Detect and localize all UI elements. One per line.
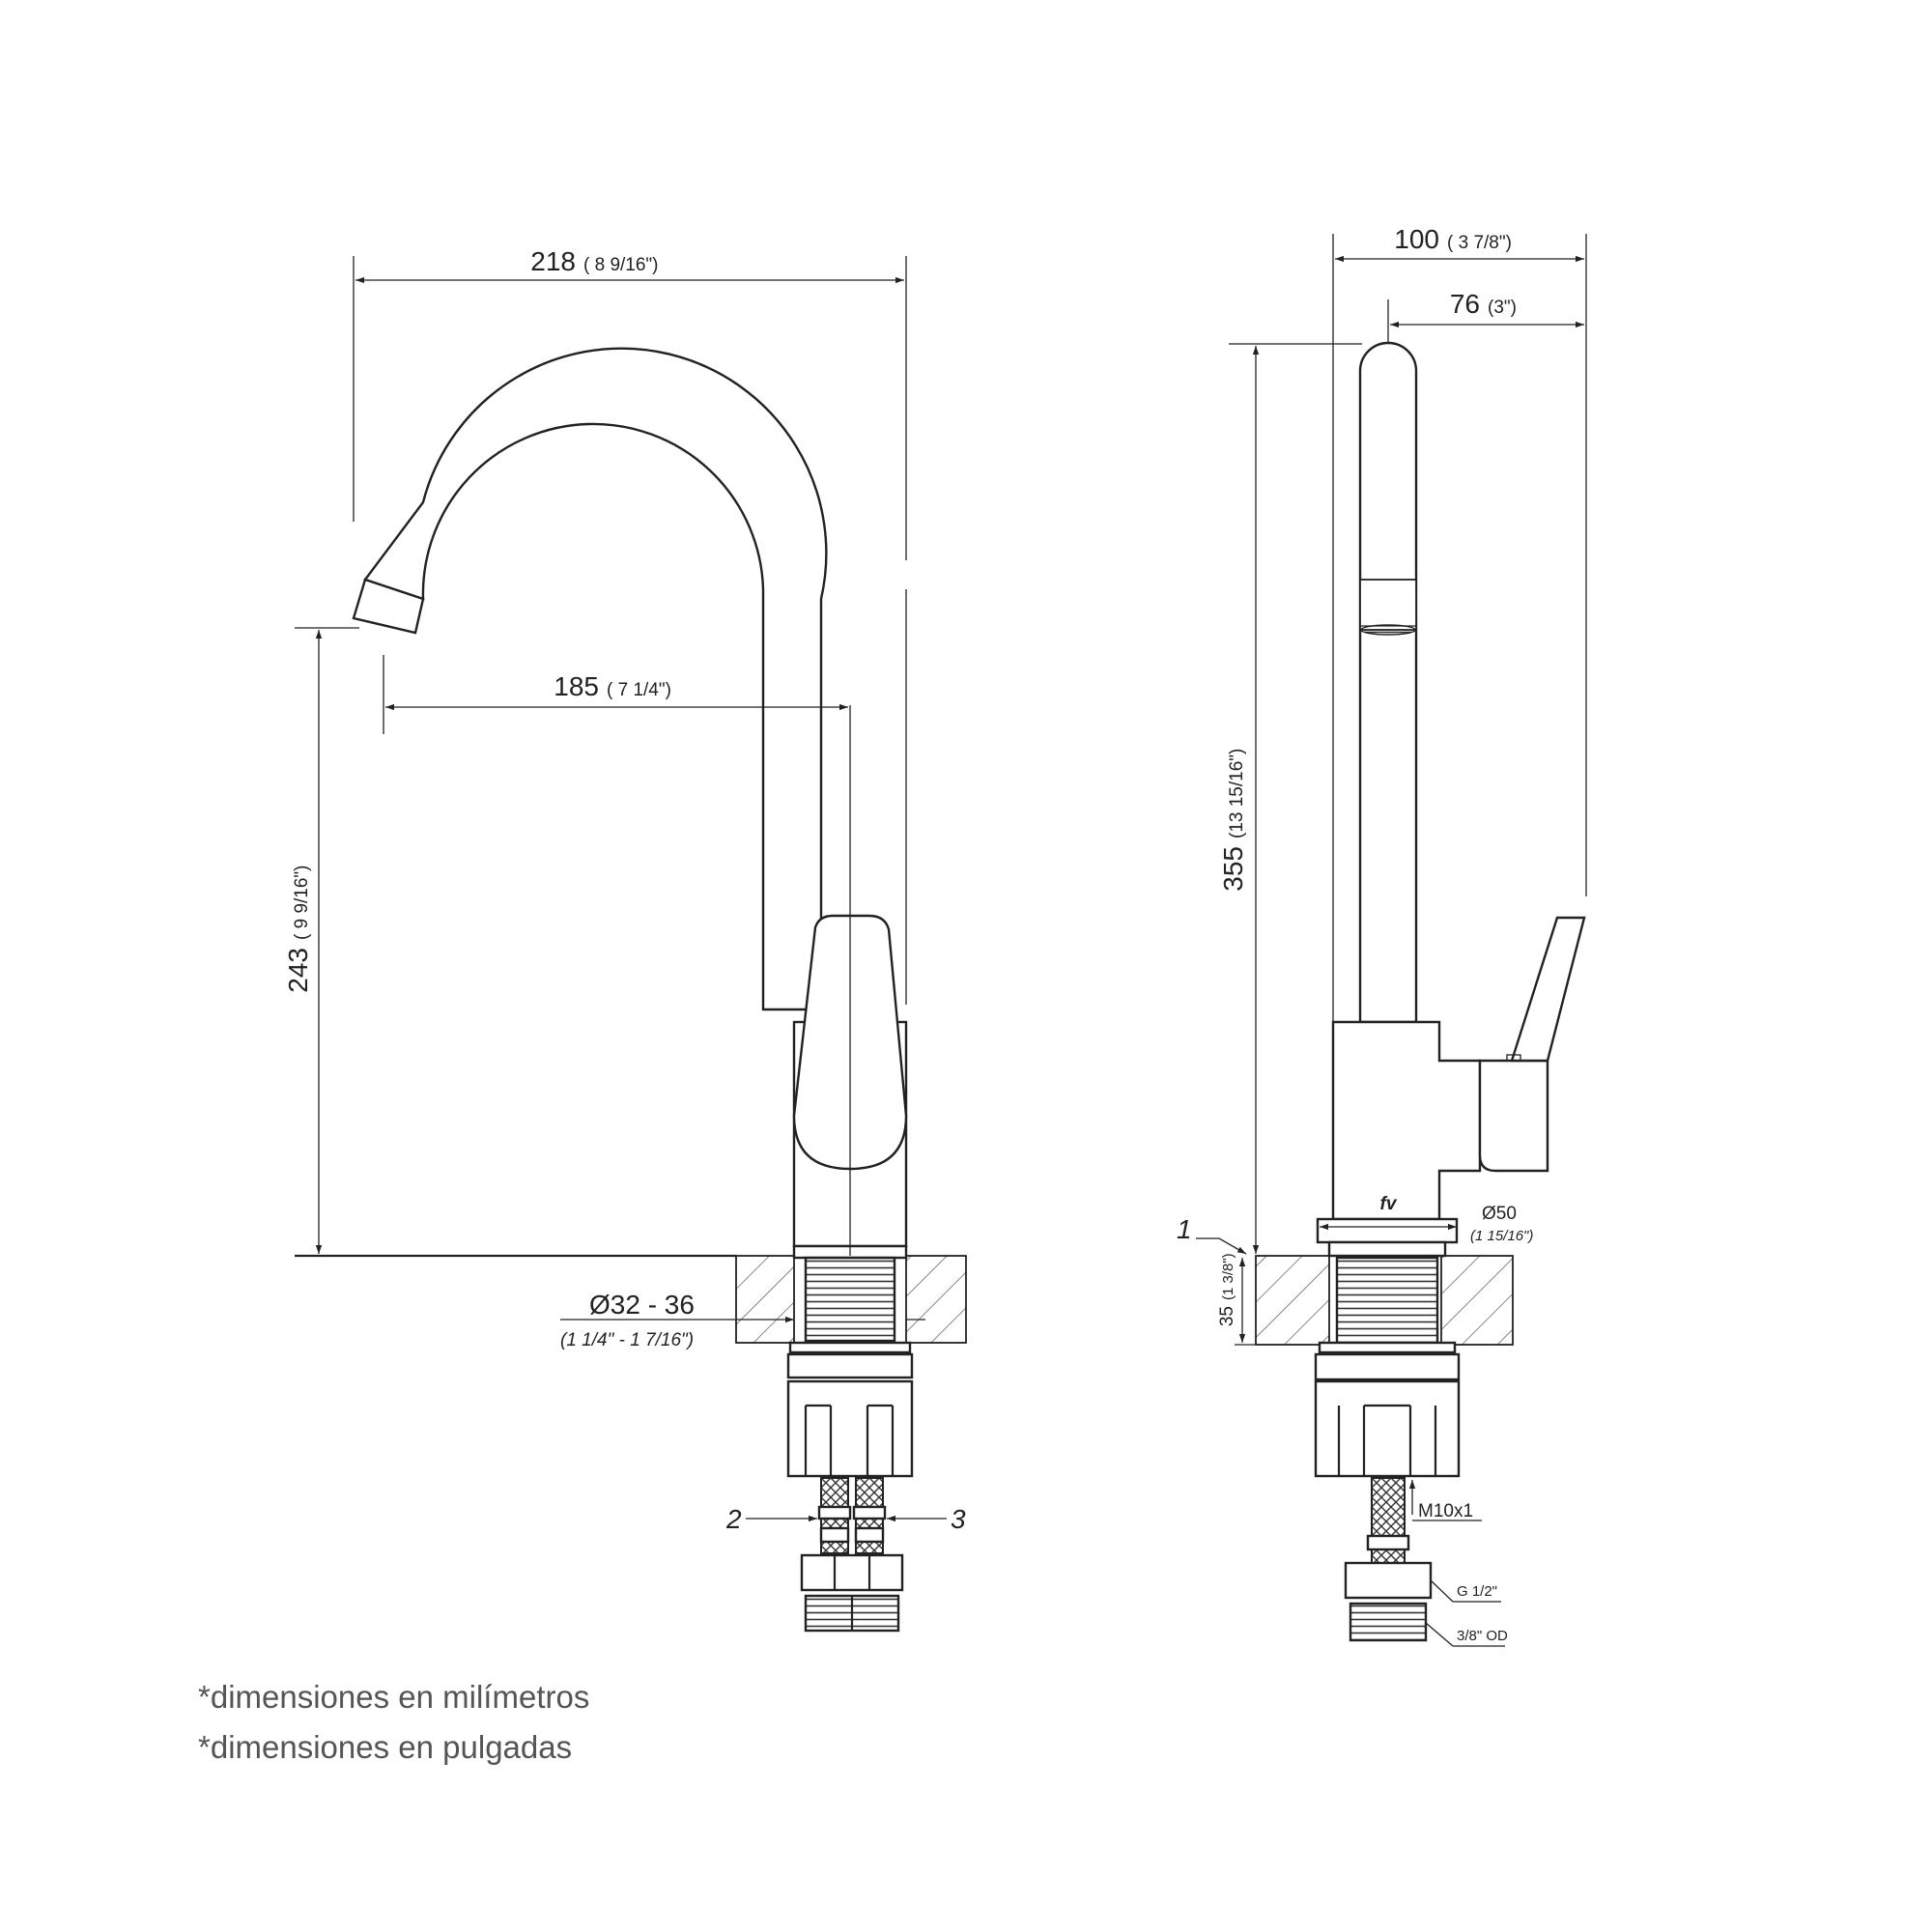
dim-50-value: Ø50 <box>1482 1204 1517 1224</box>
dim-185-inch: ( 7 1/4") <box>607 680 671 700</box>
side-view: fv 100 ( 3 7/8") <box>1177 224 1587 1647</box>
callout-g12: G 1/2" <box>1430 1579 1501 1603</box>
dim-218-inch: ( 8 9/16") <box>583 255 659 275</box>
dim-100: 100 ( 3 7/8") <box>1332 224 1587 1022</box>
callout-1: 1 <box>1177 1214 1247 1255</box>
front-shank <box>804 1256 896 1343</box>
side-hex-nut <box>1344 1561 1433 1600</box>
front-view: 218 ( 8 9/16") 185 ( 7 1/4") 243 ( 9 9/1… <box>283 246 967 1633</box>
front-fix-plate <box>786 1352 914 1379</box>
dim-355-inch: (13 15/16") <box>1227 749 1247 838</box>
side-hose-ferrule <box>1366 1534 1410 1551</box>
side-base-ring <box>1316 1217 1459 1244</box>
callout-od: 3/8" OD <box>1425 1622 1508 1647</box>
dim-243: 243 ( 9 9/16") <box>283 627 359 1254</box>
note-millimeters: *dimensiones en milímetros <box>198 1679 590 1715</box>
dim-50: Ø50 (1 15/16") <box>1320 1204 1533 1244</box>
front-aerator <box>352 578 425 635</box>
side-aerator <box>1359 579 1417 631</box>
front-hex-nuts <box>800 1553 904 1633</box>
dim-50-inch: (1 15/16") <box>1470 1228 1533 1244</box>
front-washer <box>788 1341 912 1354</box>
callout-m10: M10x1 <box>1408 1480 1482 1521</box>
dim-100-value: 100 <box>1394 224 1439 254</box>
front-spout <box>363 347 828 1011</box>
dim-76-inch: (3") <box>1488 298 1517 318</box>
dim-100-inch: ( 3 7/8") <box>1447 233 1512 253</box>
side-cartridge <box>1478 1059 1549 1173</box>
side-body <box>1331 1020 1482 1221</box>
side-shank <box>1335 1256 1439 1345</box>
fv-logo: fv <box>1380 1194 1398 1214</box>
callout-1-label: 1 <box>1177 1214 1192 1244</box>
dim-76: 76 (3") <box>1387 289 1584 344</box>
dim-355: 355 (13 15/16") <box>1218 343 1362 1254</box>
dim-355-value: 355 <box>1218 846 1248 892</box>
callout-2-label: 2 <box>725 1504 742 1534</box>
front-countertop <box>295 1254 967 1344</box>
dim-243-value: 243 <box>283 948 313 993</box>
dim-185-value: 185 <box>554 671 599 701</box>
dim-185: 185 ( 7 1/4") <box>383 655 851 1256</box>
side-lever <box>1510 916 1586 1063</box>
dim-243-inch: ( 9 9/16") <box>292 865 312 940</box>
callout-3: 3 <box>887 1504 966 1534</box>
side-spout <box>1358 341 1418 1024</box>
callout-2: 2 <box>725 1504 817 1534</box>
callout-3-label: 3 <box>951 1504 966 1534</box>
dim-76-value: 76 <box>1450 289 1480 319</box>
dim-hole-value: Ø32 - 36 <box>589 1290 695 1320</box>
thread-inlet-label: G 1/2" <box>1457 1583 1497 1600</box>
side-lever-pin <box>1506 1054 1521 1062</box>
dim-35-inch: (1 3/8") <box>1220 1253 1236 1300</box>
side-inlet-thread <box>1349 1602 1428 1642</box>
front-hoses <box>817 1477 887 1554</box>
thread-od-label: 3/8" OD <box>1457 1628 1508 1644</box>
dim-35: 35 (1 3/8") <box>1217 1253 1256 1346</box>
thread-hose-label: M10x1 <box>1418 1501 1473 1521</box>
side-countertop <box>1255 1255 1514 1346</box>
dim-hole-inch: (1 1/4" - 1 7/16") <box>560 1330 694 1350</box>
dim-hole-diameter: Ø32 - 36 (1 1/4" - 1 7/16") <box>560 1290 925 1350</box>
dim-35-value: 35 <box>1217 1306 1237 1326</box>
side-aerator-mesh <box>1360 624 1416 636</box>
side-washer <box>1318 1341 1457 1354</box>
dim-218: 218 ( 8 9/16") <box>353 246 907 1005</box>
side-nut <box>1314 1379 1461 1478</box>
side-fix-plate <box>1314 1352 1461 1381</box>
dim-218-value: 218 <box>530 246 576 276</box>
note-inches: *dimensiones en pulgadas <box>198 1729 573 1765</box>
front-nut <box>786 1379 914 1478</box>
side-washer-top <box>1327 1240 1447 1258</box>
